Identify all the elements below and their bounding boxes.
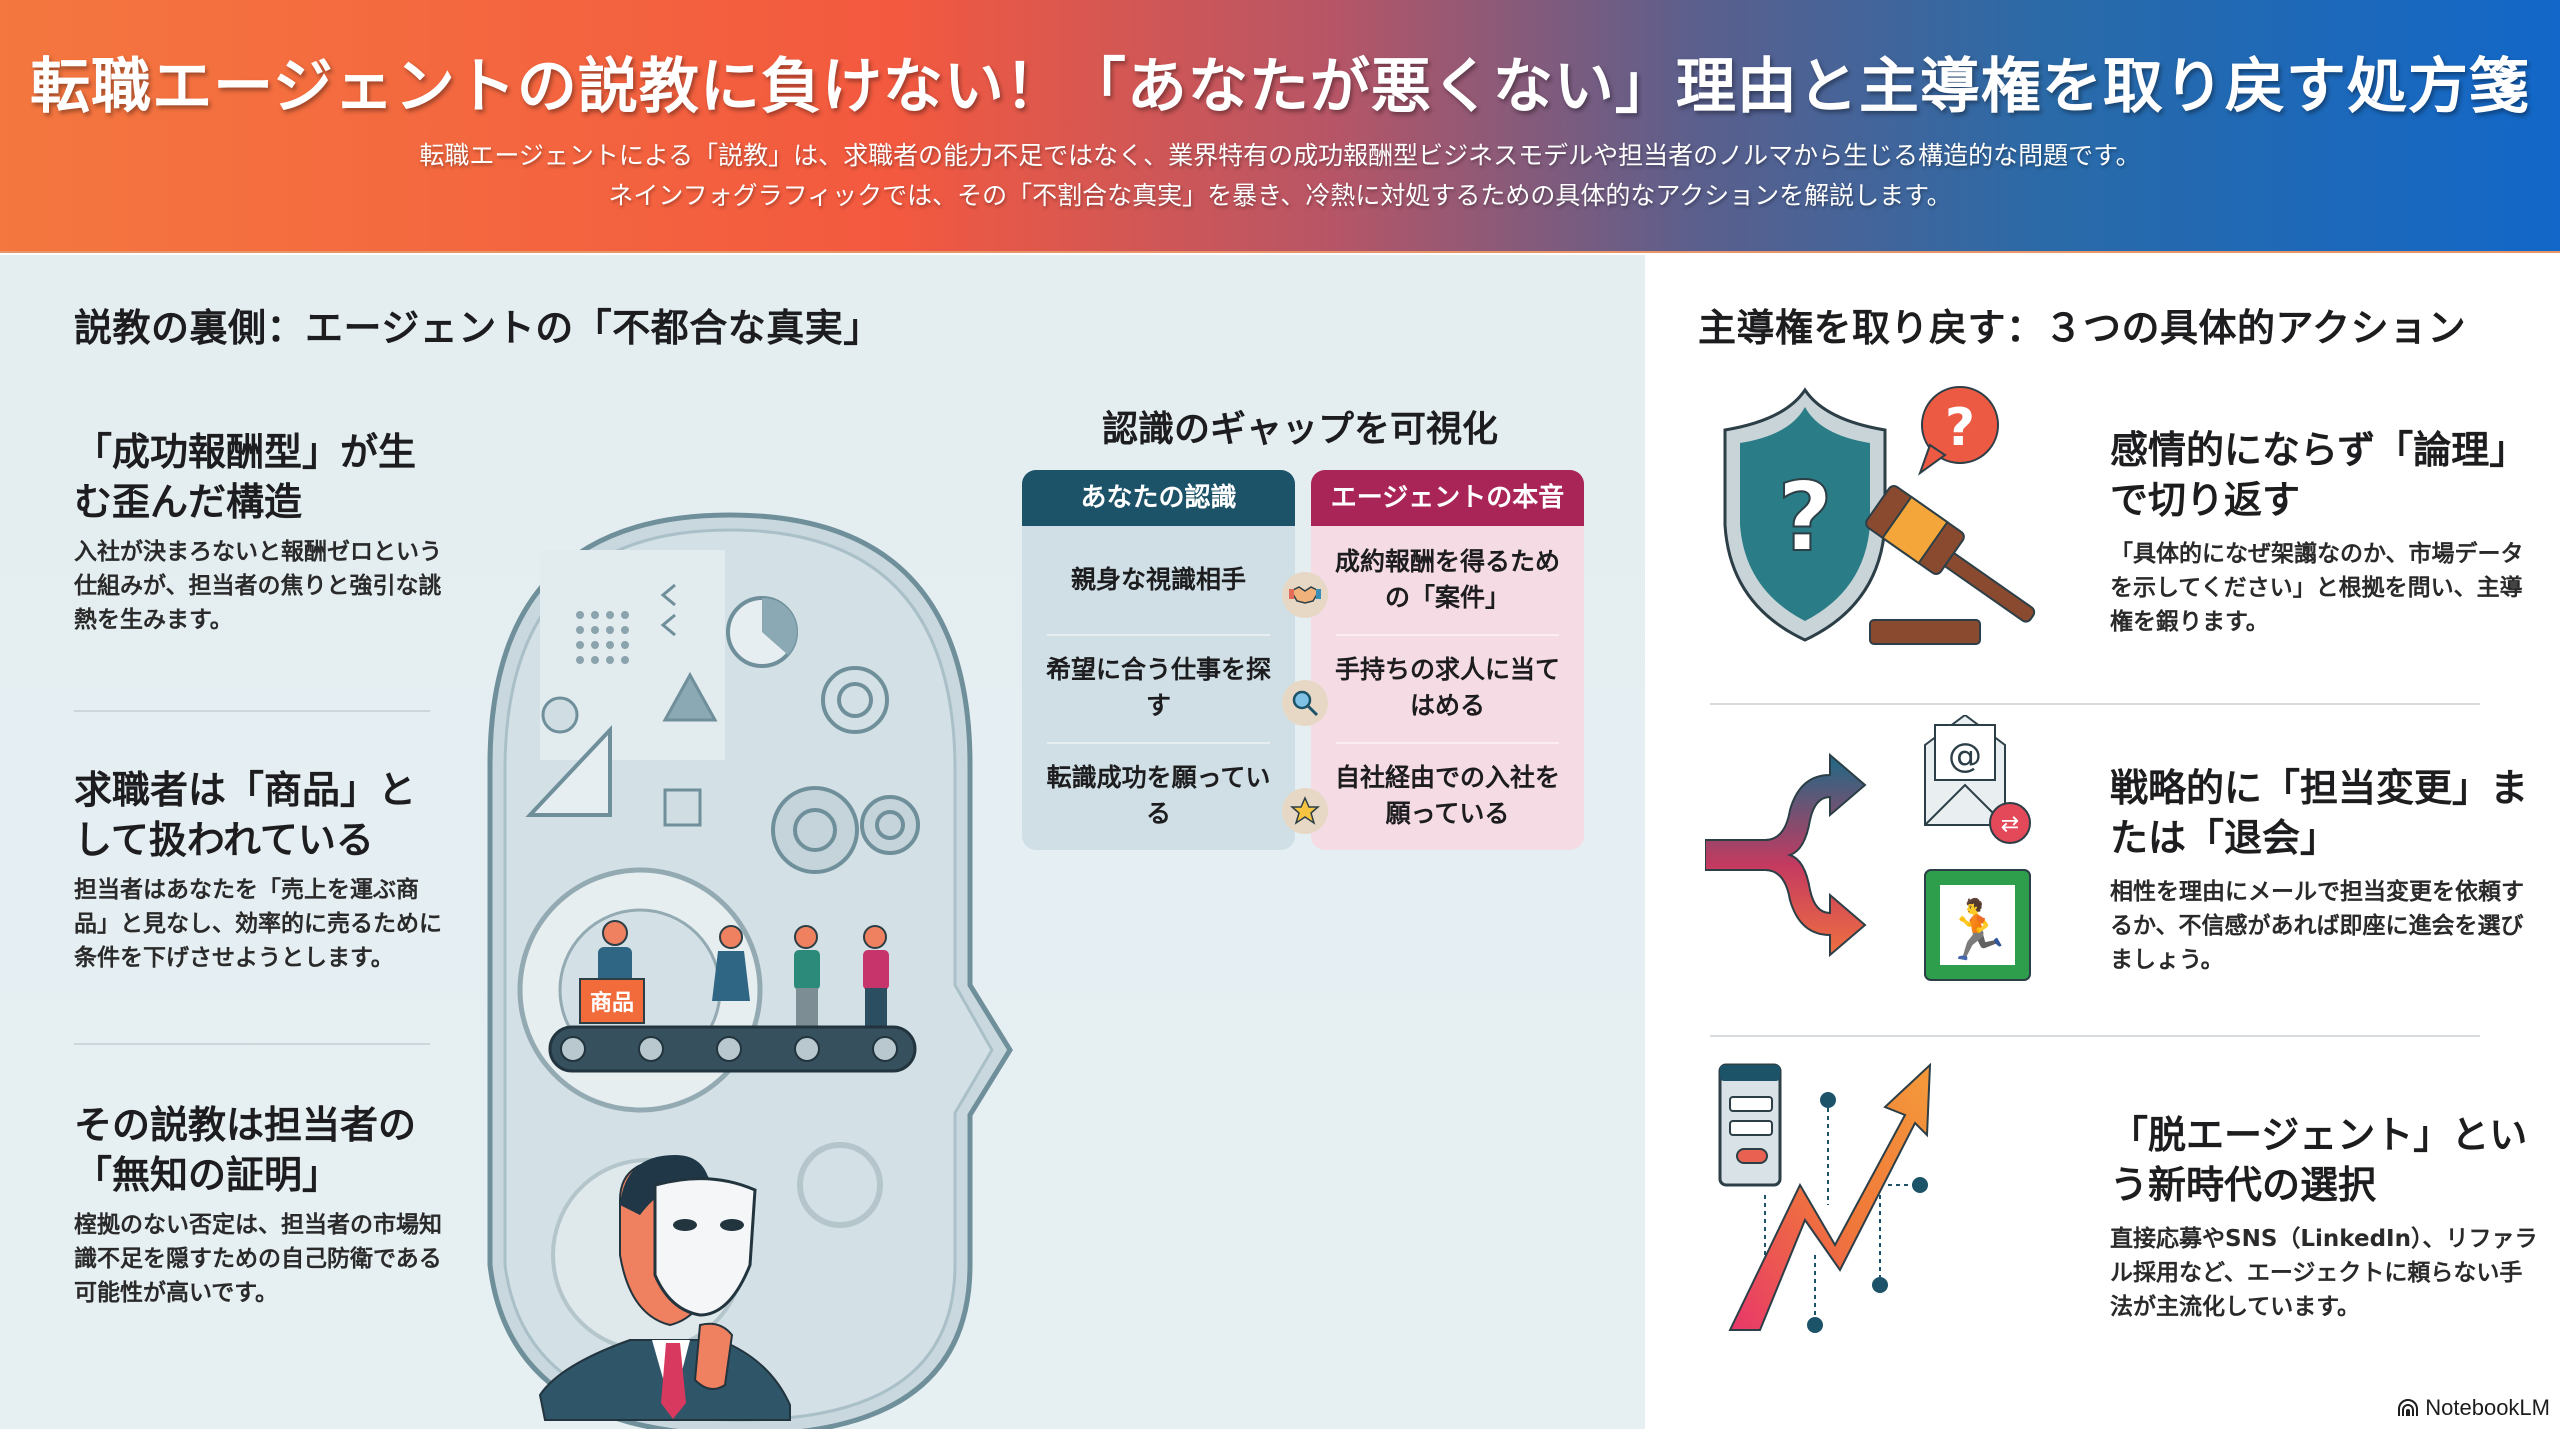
- notebooklm-logo-icon: [2398, 1399, 2419, 1416]
- point-body: 担当者はあなたを「売上を運ぶ商品」と見なし、効率的に売るために条件を下げさせよう…: [74, 877, 442, 971]
- header-banner: 転職エージェントの説教に負けない！「あなたが悪くない」理由と主導権を取り戻す処方…: [0, 0, 2560, 253]
- agent-truth-cell: 自社経由での入社を願っている: [1311, 742, 1584, 850]
- head-gears-illustration: 商品: [487, 512, 1013, 1429]
- star-icon: [1282, 788, 1328, 834]
- your-perception-cell: 親身な視識相手: [1070, 565, 1246, 594]
- divider: [1710, 1035, 2480, 1037]
- branch-arrow-email-exit-icon: @ ⇄ 🏃: [1705, 715, 2031, 981]
- svg-text:⇄: ⇄: [2001, 812, 2019, 837]
- action-heading: 感情的にならず「論理」で切り返す: [2110, 428, 2528, 522]
- agent-truth-header: エージェントの本音: [1311, 470, 1584, 526]
- svg-text:?: ?: [1777, 463, 1832, 573]
- product-box-label: 商品: [590, 990, 634, 1016]
- page-title: 転職エージェントの説教に負けない！「あなたが悪くない」理由と主導権を取り戻す処方…: [30, 52, 2530, 122]
- right-panel: 主導権を取り戻す：３つの具体的アクション ? ? 感情的にならず「論理」で切り返…: [1645, 255, 2560, 1429]
- agent-truth-cell: 手持ちの求人に当てはめる: [1311, 634, 1584, 742]
- point-success-fee: 「成功報酬型」が生む歪んだ構造 入社が決まろないと報酬ゼロという仕組みが、担当者…: [74, 427, 444, 637]
- left-section-title: 説教の裏側：エージェントの「不都合な真実」: [74, 306, 882, 350]
- handshake-icon: [1282, 572, 1328, 618]
- action-heading: 戦略的に「担当変更」または「退会」: [2110, 766, 2529, 860]
- agent-truth-cell: 成約報酬を得るための「案件」: [1334, 547, 1560, 612]
- action-body: 相性を理由にメールで担当変更を依頼するか、不信感があれば即座に進会を選びましょう…: [2110, 879, 2524, 973]
- right-section-title: 主導権を取り戻す：３つの具体的アクション: [1698, 306, 2467, 350]
- your-perception-cell: 転識成功を願っている: [1022, 742, 1295, 850]
- point-heading: 求職者は「商品」として扱われている: [74, 768, 417, 862]
- action-body: 直接応募やSNS（LinkedIn）、リファラル採用など、エージェクトに頼らない…: [2110, 1226, 2538, 1320]
- svg-text:?: ?: [1945, 398, 1975, 458]
- action-heading: 「脱エージェント」という新時代の選択: [2110, 1113, 2528, 1207]
- point-ignorance: その説教は担当者の「無知の証明」 榁拠のない否定は、担当者の市場知識不足を隠すた…: [74, 1100, 444, 1310]
- divider: [1710, 703, 2480, 705]
- page-subtitle-line1: 転職エージェントによる「説教」は、求職者の能力不足ではなく、業界特有の成功報酬型…: [419, 141, 2141, 170]
- action-body: 「具体的になぜ架譾なのか、市場データを示してください」と根拠を問い、主導権を鍜り…: [2110, 541, 2524, 635]
- point-heading: その説教は担当者の「無知の証明」: [74, 1103, 417, 1197]
- point-product: 求職者は「商品」として扱われている 担当者はあなたを「売上を運ぶ商品」と見なし、…: [74, 765, 444, 975]
- left-panel: 説教の裏側：エージェントの「不都合な真実」 「成功報酬型」が生む歪んだ構造 入社…: [0, 255, 1645, 1429]
- divider: [74, 710, 430, 712]
- shield-question-gavel-icon: ? ?: [1723, 386, 2036, 645]
- point-heading: 「成功報酬型」が生む歪んだ構造: [74, 430, 417, 524]
- svg-text:@: @: [1948, 736, 1982, 776]
- your-perception-cell: 希望に合う仕事を探す: [1022, 634, 1295, 742]
- magnifier-icon: [1282, 680, 1328, 726]
- brand-label: NotebookLM: [2425, 1395, 2550, 1420]
- gap-section-title: 認識のギャップを可視化: [1101, 409, 1498, 450]
- your-perception-column: あなたの認識 親身な視識相手 希望に合う仕事を探す 転識成功を願っている: [1022, 470, 1295, 850]
- svg-text:🏃: 🏃: [1941, 896, 2013, 964]
- your-perception-header: あなたの認識: [1022, 470, 1295, 526]
- page-subtitle-line2: ネインフォグラフィックでは、その「不割合な真実」を暴き、冷熱に対処するための具体…: [608, 181, 1952, 210]
- point-body: 入社が決まろないと報酬ゼロという仕組みが、担当者の焦りと強引な誂熱を生みます。: [74, 539, 442, 633]
- notebooklm-watermark: NotebookLM: [2397, 1395, 2550, 1421]
- point-body: 榁拠のない否定は、担当者の市場知識不足を隠すための自己防衛である可能性が高いです…: [74, 1212, 442, 1306]
- agent-truth-column: エージェントの本音 成約報酬を得るための「案件」 手持ちの求人に当てはめる 自社…: [1311, 470, 1584, 850]
- rising-arrow-webform-icon: [1718, 1062, 1932, 1333]
- divider: [74, 1043, 430, 1045]
- gap-comparison-table: あなたの認識 親身な視識相手 希望に合う仕事を探す 転識成功を願っている エージ…: [1022, 470, 1587, 850]
